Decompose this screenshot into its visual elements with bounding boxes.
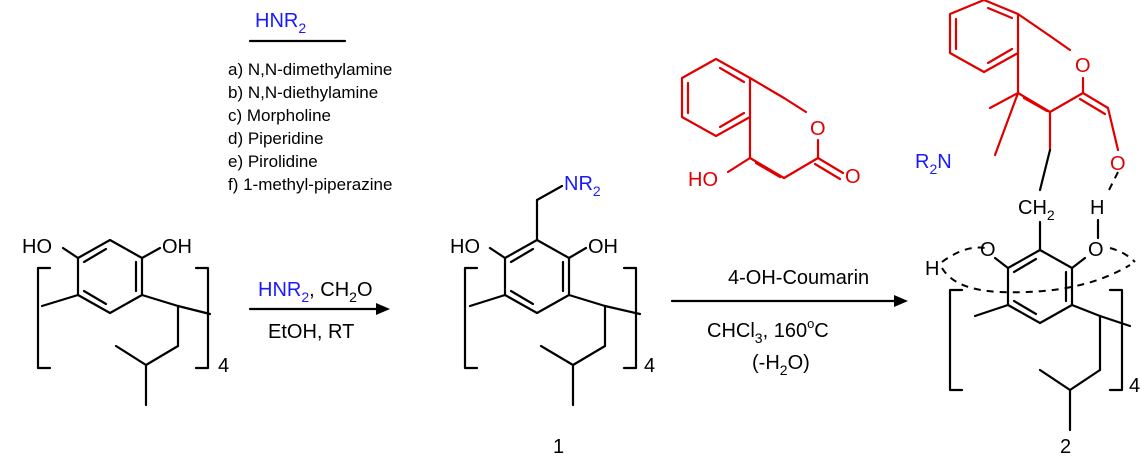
- compound2-r2n-group: R2N: [915, 151, 952, 177]
- compound2-h-left: H: [925, 258, 939, 280]
- compound2-phenol-ring: [1006, 248, 1074, 325]
- amine-item-a: a) N,N-dimethylamine: [228, 60, 392, 79]
- coumarin-reagent: O O HO: [680, 57, 861, 191]
- start-oh-left: HO: [22, 236, 52, 258]
- amine-item-f: f) 1-methyl-piperazine: [228, 175, 392, 194]
- coumarin-ring-oxygen: O: [810, 118, 826, 140]
- coumarin-carbonyl-oxygen: O: [845, 166, 861, 188]
- compound2-ring-oxygen: O: [1075, 55, 1091, 77]
- compound2-bracket-left: [948, 288, 964, 392]
- amine-item-d: d) Piperidine: [228, 129, 323, 148]
- amine-legend: HNR2 a) N,N-dimethylamine b) N,N-diethyl…: [228, 10, 392, 194]
- start-material: HO OH 4: [22, 236, 229, 407]
- compound2-h-bond-ring-lower: [941, 264, 1131, 294]
- compound2-carbonyl-oxygen: O: [1110, 153, 1126, 175]
- start-bracket-right: [194, 266, 210, 370]
- legend-title: HNR2: [255, 10, 306, 36]
- coumarin-benzene-ring: [680, 57, 752, 138]
- compound2-phenol-o-right: O: [1088, 239, 1104, 261]
- compound1-repeat-count: 4: [644, 355, 655, 377]
- compound-2: O O R2N CH2 H O O H: [915, 0, 1140, 458]
- compound2-h-bond-upper: [1107, 171, 1119, 193]
- start-bracket-left: [36, 266, 52, 370]
- arrow-2-head: [894, 295, 908, 307]
- step1-conditions-line2: EtOH, RT: [268, 321, 354, 343]
- step1-conditions-line1: HNR2, CH2O: [258, 279, 373, 305]
- amine-item-b: b) N,N-diethylamine: [228, 83, 378, 102]
- compound-1: HO OH NR2 4 1: [450, 173, 655, 458]
- compound2-coumarin-benzene-ring: [948, 0, 1020, 74]
- start-repeat-count: 4: [218, 355, 229, 377]
- compound2-repeat-count: 4: [1129, 375, 1140, 397]
- compound1-bracket-left: [463, 266, 479, 370]
- compound1-oh-right: OH: [588, 236, 618, 258]
- compound1-bracket-right: [622, 266, 638, 370]
- compound2-number: 2: [1060, 436, 1071, 458]
- step2-conditions-line2: CHCl3, 160oC: [707, 316, 829, 346]
- start-oh-right: OH: [162, 236, 192, 258]
- compound1-number: 1: [553, 436, 564, 458]
- start-benzene-ring: [76, 238, 144, 315]
- reaction-arrow-2: 4-OH-Coumarin CHCl3, 160oC (-H2O): [670, 267, 908, 378]
- compound1-oh-left: HO: [450, 236, 480, 258]
- compound2-h-bond-right: [1109, 247, 1136, 263]
- amine-item-e: e) Pirolidine: [228, 152, 318, 171]
- coumarin-hydroxy: HO: [688, 169, 718, 191]
- step2-conditions-line3: (-H2O): [752, 352, 810, 378]
- reaction-arrow-1: HNR2, CH2O EtOH, RT: [248, 279, 390, 343]
- compound2-ch2-linker: CH2: [1018, 197, 1055, 223]
- compound2-bracket-right: [1108, 288, 1124, 392]
- compound1-benzene-ring: [503, 238, 571, 315]
- compound2-h-bond-left: [941, 246, 986, 263]
- compound2-phenol-o-left: O: [980, 239, 996, 261]
- step2-conditions-line1: 4-OH-Coumarin: [728, 267, 869, 289]
- amine-item-c: c) Morpholine: [228, 106, 331, 125]
- compound1-nr2-group: NR2: [564, 173, 601, 199]
- compound2-h-bond-hydrogen: H: [1090, 197, 1104, 219]
- arrow-1-head: [376, 303, 390, 315]
